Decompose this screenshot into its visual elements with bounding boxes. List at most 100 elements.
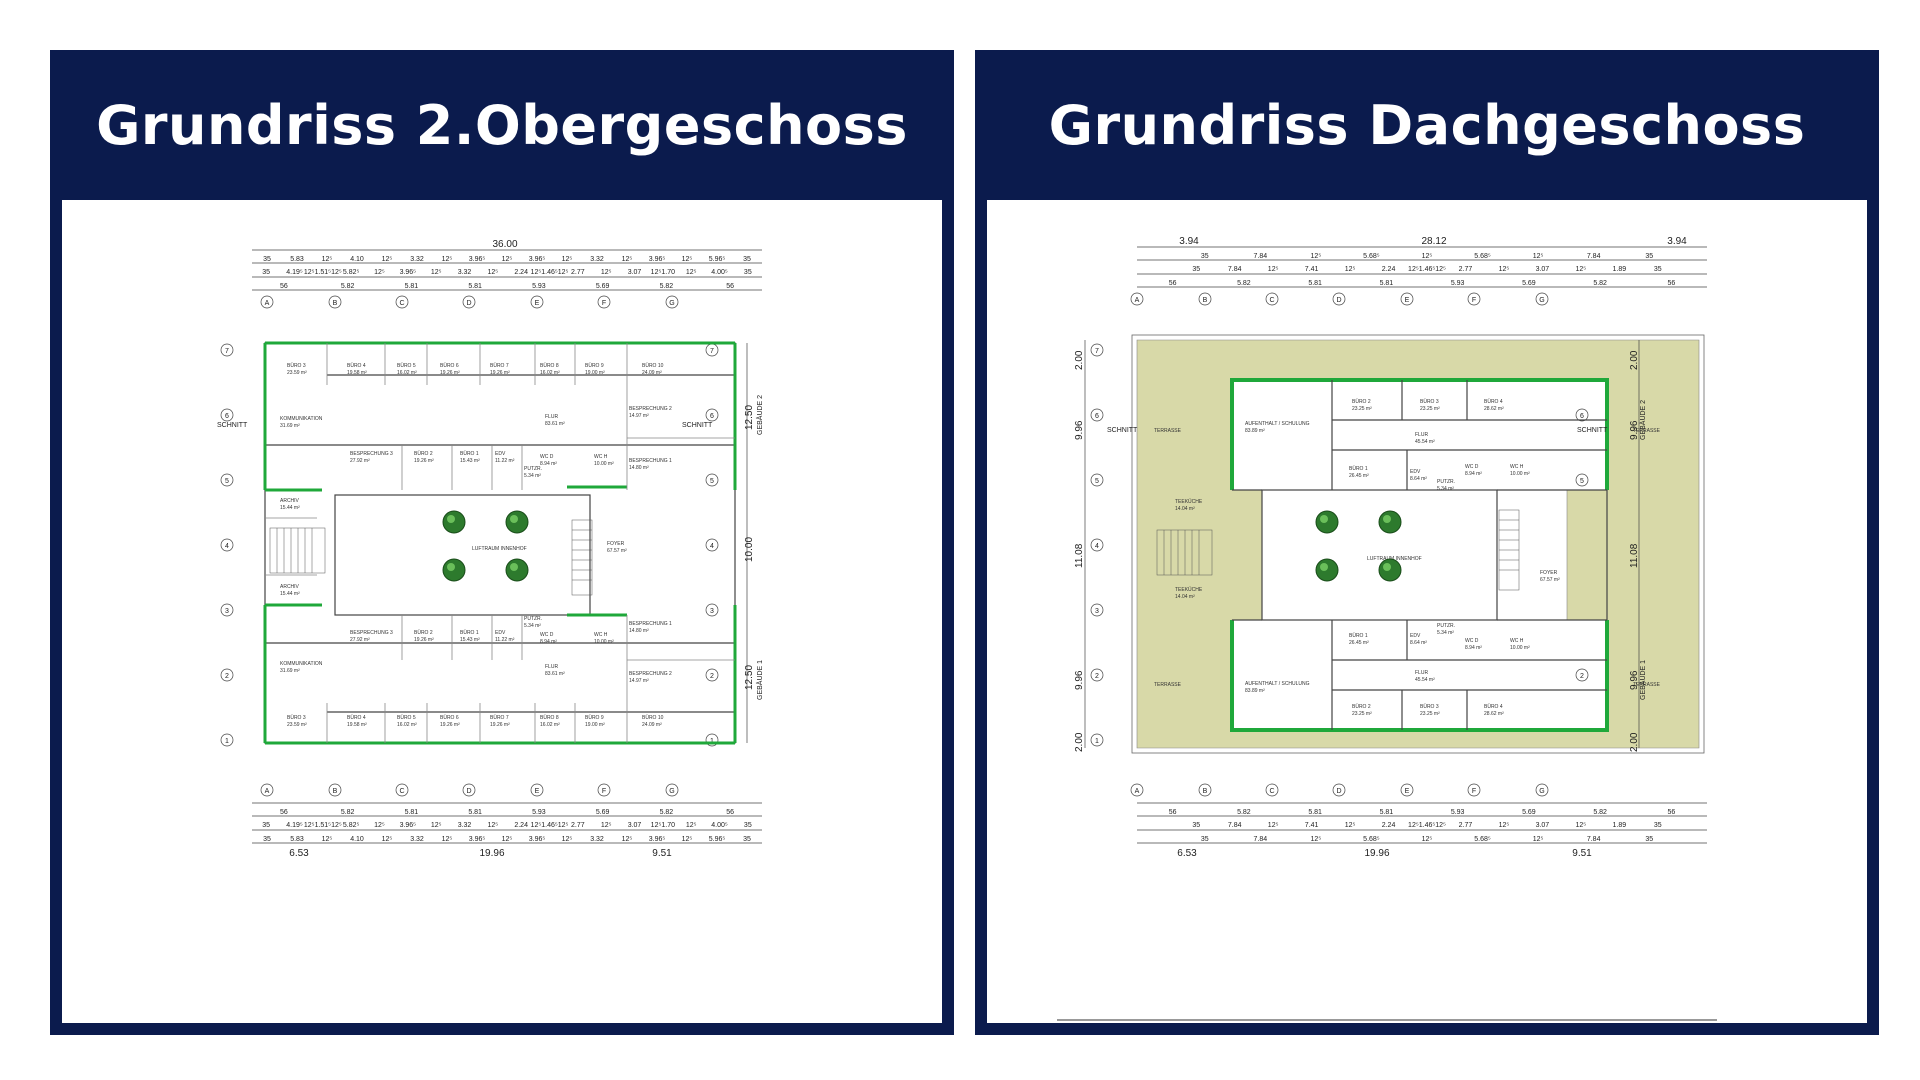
gebaeude2-label: GEBÄUDE 2 [1639, 400, 1647, 440]
room-archiv-bottom-area: 15.44 m² [280, 591, 300, 597]
room-buero1-top-area: 15.43 m² [460, 458, 480, 464]
rp-brow3-value: 35 [1201, 836, 1209, 843]
lp-row3-value: 5.82 [660, 283, 674, 290]
axis-6-left: 6 [1095, 413, 1099, 420]
axis-C-top-circle [395, 295, 409, 309]
lp-brow2-value: 12⁵1.51⁵12⁵ [304, 822, 342, 829]
axis-2-left-circle [220, 668, 234, 682]
axis-G-bottom: G [669, 788, 674, 795]
room-besprechung1-top: BESPRECHUNG 1 [629, 458, 672, 464]
axis-G-top: G [669, 300, 674, 307]
rp-row2-value: 12⁵ [1499, 266, 1510, 273]
terrace-bottom-right: TERRASSE [1633, 682, 1661, 688]
room-name: BÜRO 6 [440, 714, 459, 721]
lp-row1-value: 3.32 [410, 256, 424, 263]
rp-row2-value: 7.41 [1305, 266, 1319, 273]
lp-brow3-value: 12⁵ [682, 836, 693, 843]
room-buero1-bottom-area: 15.43 m² [460, 637, 480, 643]
lp-brow2-value: 12⁵ [374, 822, 385, 829]
room-edv-bottom: EDV [1410, 633, 1421, 639]
room-wch-bottom-area: 10.00 m² [594, 639, 614, 645]
lp-row1-value: 3.96⁵ [649, 256, 666, 263]
lp-row2-value: 2.77 [571, 269, 585, 276]
axis-4-left-circle [220, 538, 234, 552]
room-kommunikation-top-area: 31.69 m² [280, 423, 300, 429]
axis-6-left-circle [220, 408, 234, 422]
room-name: BÜRO 5 [397, 714, 416, 721]
room-putzr-bottom-area: 5.34 m² [524, 623, 541, 629]
lp-row3-value: 5.69 [596, 283, 610, 290]
room-putzr-top-area: 5.34 m² [524, 473, 541, 479]
axis-7-left-circle [220, 343, 234, 357]
room-wcd-bottom: WC D [1465, 638, 1479, 644]
terrace-top-right: TERRASSE [1633, 428, 1661, 434]
room-teekueche-top-area: 14.04 m² [1175, 506, 1195, 512]
right-dim-top: 12.50 [744, 405, 755, 430]
room-name: BÜRO 7 [490, 714, 509, 721]
lp-row2-value: 12⁵ [686, 269, 697, 276]
lp-row2-value: 12⁵1.51⁵12⁵ [304, 269, 342, 276]
bottom-total-3: 9.51 [652, 848, 672, 859]
room-name: BÜRO 3 [287, 714, 306, 721]
top-dimensions [1137, 246, 1707, 288]
room-area: 24.09 m² [642, 370, 662, 376]
left-dim-4: 9.96 [1074, 670, 1085, 690]
lp-brow1-value: 5.81 [405, 809, 419, 816]
lp-row1-value: 3.96⁵ [469, 256, 486, 263]
axis-A-bottom: A [1135, 788, 1140, 795]
room-area: 23.59 m² [287, 370, 307, 376]
left-dim-1: 2.00 [1074, 350, 1085, 370]
bottom-total-2: 19.96 [479, 848, 504, 859]
room-name: BÜRO 9 [585, 362, 604, 369]
lp-row1-value: 12⁵ [622, 256, 633, 263]
lp-brow3-value: 3.96⁵ [649, 836, 666, 843]
tree-icon [1315, 510, 1339, 534]
axis-E-top: E [535, 300, 540, 307]
lp-brow2-value: 4.19⁵ [286, 822, 303, 829]
axis-6-left-circle [1090, 408, 1104, 422]
axis-1-left-circle [220, 733, 234, 747]
axis-E-top-circle [1400, 292, 1414, 306]
rp-brow3-value: 12⁵ [1422, 836, 1433, 843]
room-luftraum: LUFTRAUM INNENHOF [472, 546, 527, 552]
rp-row2-value: 12⁵ [1575, 266, 1586, 273]
bottom-dimensions [1137, 802, 1707, 844]
axis-C-bottom: C [399, 788, 404, 795]
lp-brow2-value: 12⁵1.46⁵12⁵ [531, 822, 569, 829]
axis-F-bottom: F [1472, 788, 1476, 795]
rp-brow1-value: 56 [1667, 809, 1675, 816]
rp-row1-value: 35 [1645, 253, 1653, 260]
rp-brow2-value: 35 [1654, 822, 1662, 829]
lp-row2-value: 3.32 [458, 269, 472, 276]
room-edv-bottom-area: 11.22 m² [495, 637, 515, 643]
room-aufenthalt-bottom: AUFENTHALT / SCHULUNG [1245, 681, 1310, 687]
axis-7-left: 7 [1095, 348, 1099, 355]
rp-row3-value: 5.81 [1380, 280, 1394, 287]
axis-E-bottom-circle [1400, 783, 1414, 797]
room-foyer-area: 67.57 m² [607, 548, 627, 554]
rp-brow2-value: 1.89 [1612, 822, 1626, 829]
tree-icon [442, 558, 466, 582]
room-wch-bottom: WC H [594, 632, 608, 638]
room-buero1-bottom: BÜRO 1 [1349, 632, 1368, 639]
axis-E-bottom-circle [530, 783, 544, 797]
rp-brow1-value: 5.69 [1522, 809, 1536, 816]
right-dim-4: 9.96 [1629, 670, 1640, 690]
lp-brow2-value: 5.82⁵ [343, 822, 360, 829]
lp-row3-value: 56 [280, 283, 288, 290]
lp-brow2-value: 3.07 [628, 822, 642, 829]
gebaeude1-label: GEBÄUDE 1 [756, 660, 764, 700]
axis-B-top-circle [1198, 292, 1212, 306]
total-width: 28.12 [1421, 236, 1446, 247]
room-buero1-top: BÜRO 1 [460, 450, 479, 457]
axis-5-right-circle [705, 473, 719, 487]
lp-row1-value: 12⁵ [502, 256, 513, 263]
lp-row1-value: 12⁵ [442, 256, 453, 263]
axis-E-bottom: E [535, 788, 540, 795]
rp-row3-value: 56 [1169, 280, 1177, 287]
axis-7-left: 7 [225, 348, 229, 355]
